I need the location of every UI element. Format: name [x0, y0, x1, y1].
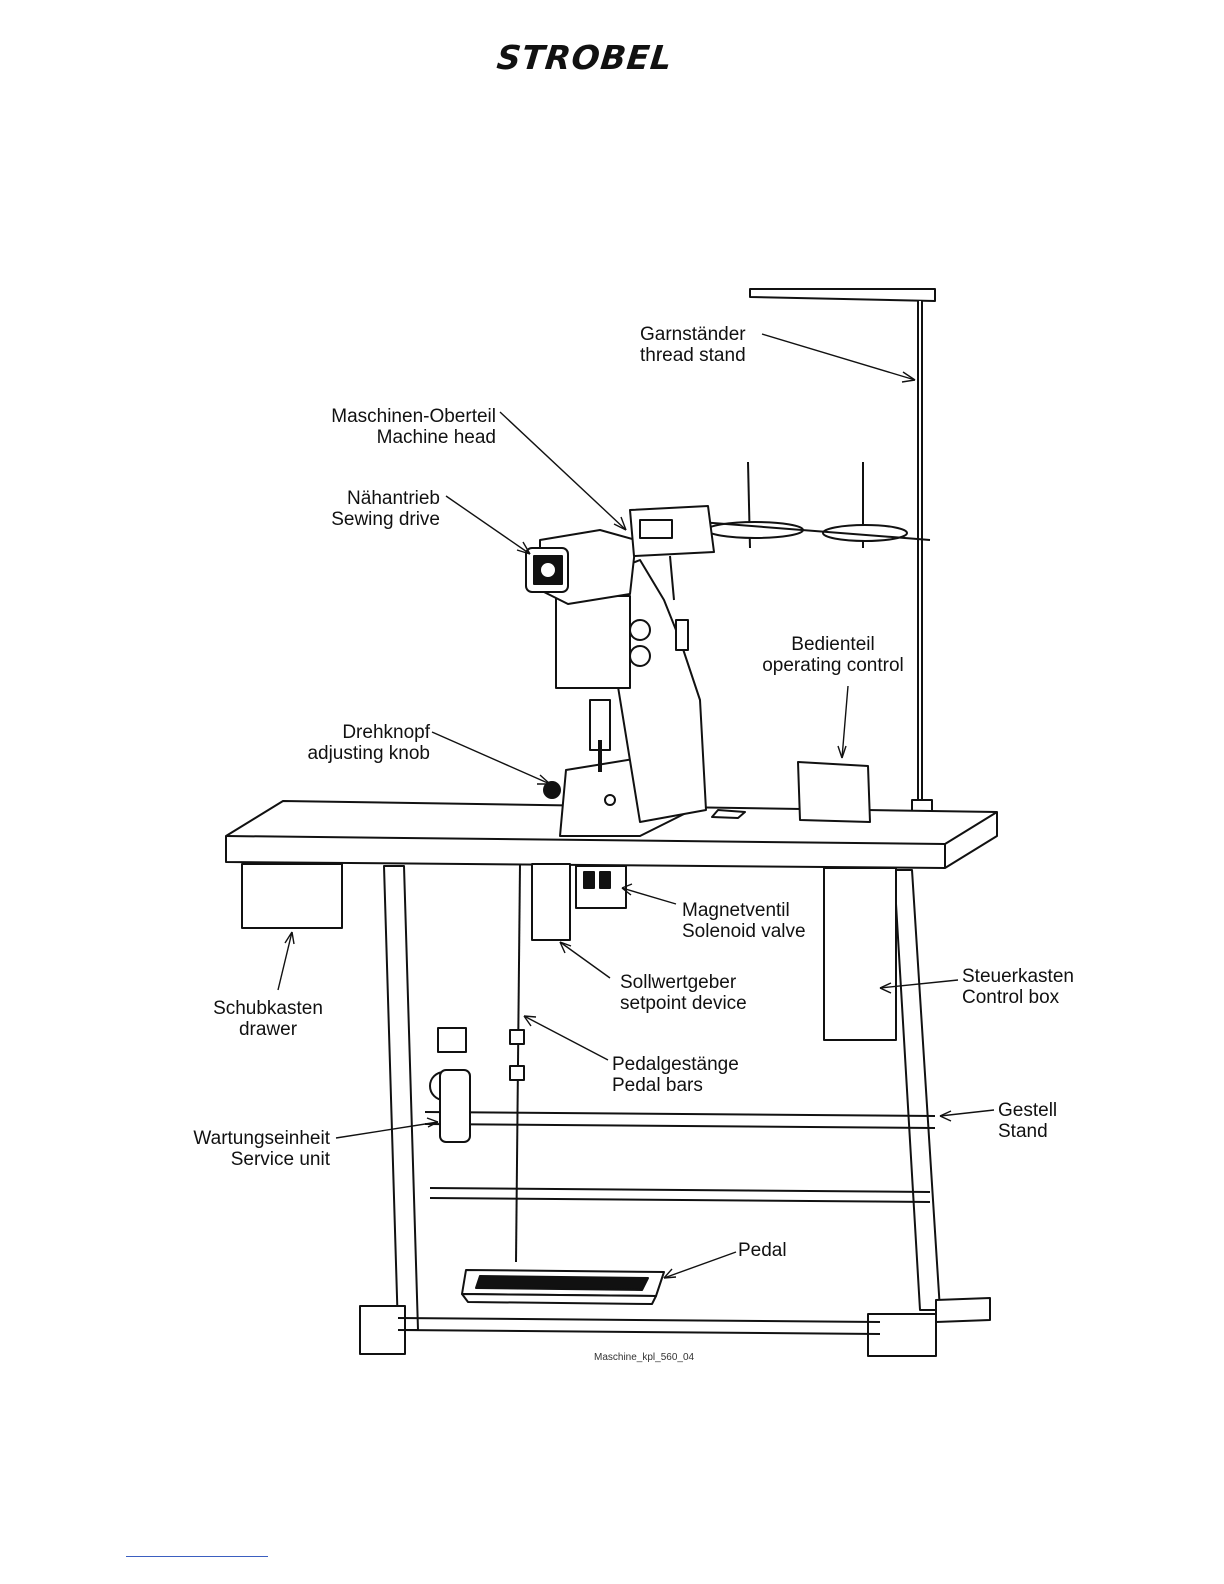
operating-control-box — [797, 761, 871, 823]
label-sewing-drive-de: Nähantrieb — [347, 488, 440, 509]
label-thread-stand: Garnständer thread stand — [640, 324, 746, 366]
label-operating-control-de: Bedienteil — [791, 634, 875, 655]
label-stand-de: Gestell — [998, 1100, 1058, 1121]
label-setpoint-device-de: Sollwertgeber — [620, 972, 737, 993]
label-drawer-en: drawer — [238, 1019, 298, 1040]
label-stand: Gestell Stand — [998, 1100, 1057, 1142]
label-service-unit-en: Service unit — [230, 1149, 330, 1170]
stand-drawing — [359, 865, 991, 1357]
label-service-unit: Wartungseinheit Service unit — [170, 1128, 330, 1170]
label-operating-control: Bedienteil operating control — [752, 634, 914, 676]
label-drawer-de: Schubkasten — [213, 998, 323, 1019]
label-drawer: Schubkasten drawer — [200, 998, 336, 1040]
drawer-drawing — [241, 863, 343, 929]
label-machine-head-de: Maschinen-Oberteil — [331, 406, 496, 427]
label-solenoid-valve-de: Magnetventil — [682, 900, 790, 921]
label-setpoint-device: Sollwertgeber setpoint device — [620, 972, 747, 1014]
label-setpoint-device-en: setpoint device — [620, 993, 747, 1014]
solenoid-valve-drawing — [575, 865, 627, 909]
service-unit-drawing — [429, 1027, 471, 1143]
control-box-drawing — [823, 867, 897, 1041]
footer-rule — [126, 1556, 268, 1557]
label-adjusting-knob-en: adjusting knob — [307, 743, 430, 764]
label-control-box-en: Control box — [962, 987, 1060, 1008]
label-service-unit-de: Wartungseinheit — [193, 1128, 330, 1149]
label-machine-head-en: Machine head — [376, 427, 496, 448]
leader-lines — [277, 333, 995, 1279]
label-pedal: Pedal — [738, 1240, 787, 1261]
pedal-drawing — [461, 1269, 665, 1305]
machine-head-drawing — [525, 529, 707, 837]
label-machine-head: Maschinen-Oberteil Machine head — [318, 406, 496, 448]
label-thread-stand-en: thread stand — [640, 345, 746, 366]
operating-control-display — [629, 505, 715, 601]
label-pedal-bars-en: Pedal bars — [612, 1075, 703, 1096]
label-pedal-de: Pedal — [738, 1240, 787, 1261]
label-adjusting-knob: Drehknopf adjusting knob — [290, 722, 430, 764]
label-adjusting-knob-de: Drehknopf — [342, 722, 430, 743]
label-sewing-drive: Nähantrieb Sewing drive — [300, 488, 440, 530]
label-thread-stand-de: Garnständer — [640, 324, 746, 345]
label-stand-en: Stand — [998, 1121, 1048, 1142]
figure-caption: Maschine_kpl_560_04 — [594, 1352, 695, 1363]
label-pedal-bars: Pedalgestänge Pedal bars — [612, 1054, 739, 1096]
label-control-box: Steuerkasten Control box — [962, 966, 1074, 1008]
setpoint-device-drawing — [531, 863, 571, 941]
label-pedal-bars-de: Pedalgestänge — [612, 1054, 739, 1075]
pedal-bars-drawing — [509, 863, 525, 1263]
thread-stand-drawing — [699, 288, 936, 813]
label-solenoid-valve-en: Solenoid valve — [682, 921, 806, 942]
label-operating-control-en: operating control — [762, 655, 904, 676]
label-control-box-de: Steuerkasten — [962, 966, 1074, 987]
label-solenoid-valve: Magnetventil Solenoid valve — [682, 900, 806, 942]
label-sewing-drive-en: Sewing drive — [331, 509, 440, 530]
